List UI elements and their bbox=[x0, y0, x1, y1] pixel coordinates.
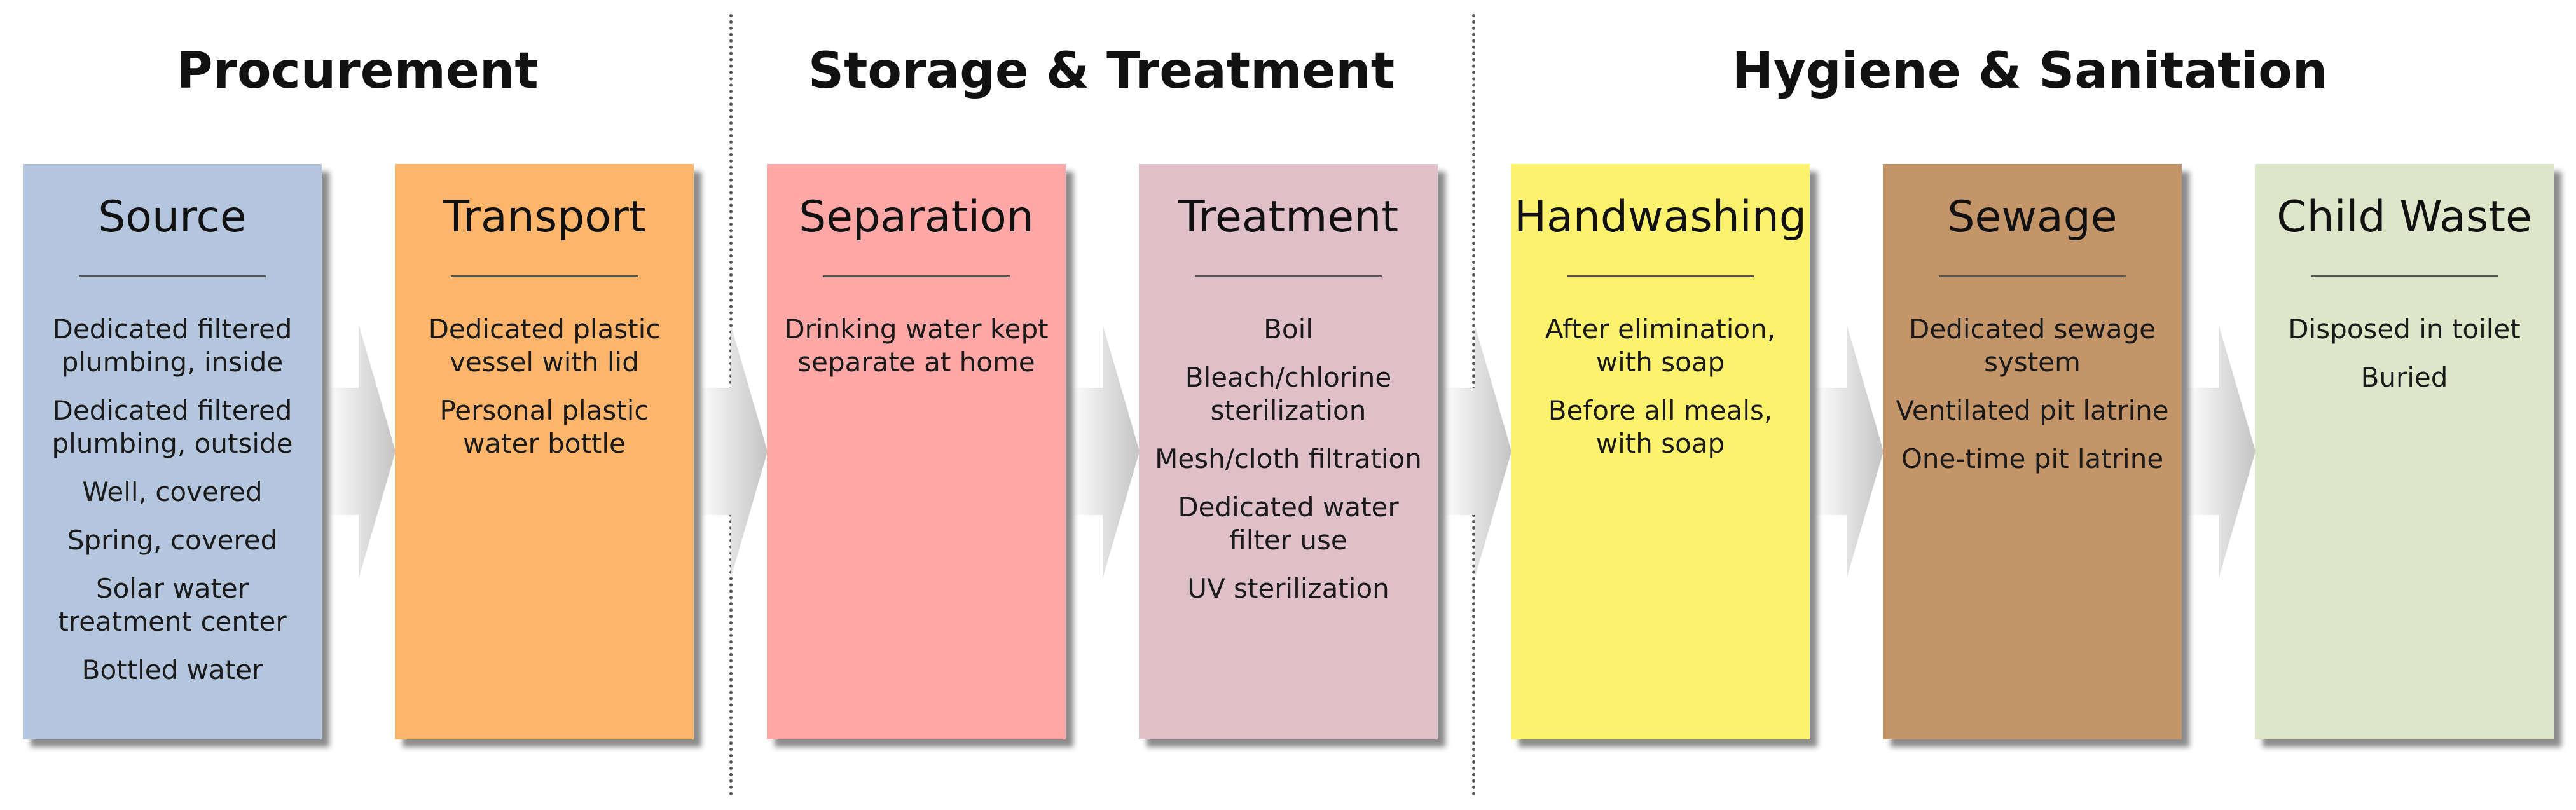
stage-item-line: vessel with lid bbox=[450, 347, 639, 378]
stage-item: Before all meals,with soap bbox=[1520, 394, 1801, 460]
stage-title: Handwashing bbox=[1513, 192, 1807, 242]
stage-item-line: separate at home bbox=[797, 347, 1035, 378]
stage-item-line: Solar water bbox=[95, 573, 249, 604]
stage-title-rule bbox=[79, 275, 266, 277]
stage-item: Boil bbox=[1148, 313, 1429, 346]
stage-item-line: Bottled water bbox=[81, 654, 263, 685]
stage-item-line: Well, covered bbox=[82, 476, 263, 507]
stage-item-line: Disposed in toilet bbox=[2288, 313, 2521, 345]
stage-item-line: treatment center bbox=[58, 606, 287, 637]
stage-item: After elimination,with soap bbox=[1520, 313, 1801, 379]
stage-item: Bottled water bbox=[32, 654, 313, 687]
section-title-storage-treatment: Storage & Treatment bbox=[808, 43, 1395, 100]
stage-item-line: Before all meals, bbox=[1548, 395, 1773, 426]
section-title-procurement: Procurement bbox=[176, 43, 539, 100]
stage-item-line: Buried bbox=[2360, 362, 2448, 393]
stage-item-line: Ventilated pit latrine bbox=[1896, 395, 2169, 426]
flow-arrow bbox=[1442, 324, 1512, 579]
flow-arrow bbox=[326, 324, 396, 579]
stage-title-rule bbox=[1195, 275, 1382, 277]
stage-item-line: Drinking water kept bbox=[784, 313, 1049, 345]
stage-title: Treatment bbox=[1178, 192, 1398, 242]
stage-title: Sewage bbox=[1947, 192, 2118, 242]
stage-item-line: Dedicated water bbox=[1178, 491, 1399, 523]
stage-item-line: Boil bbox=[1264, 313, 1313, 345]
stage-title-rule bbox=[2311, 275, 2498, 277]
stage-title: Child Waste bbox=[2276, 192, 2532, 242]
stage-item-line: Personal plastic bbox=[439, 395, 649, 426]
stage-item-line: UV sterilization bbox=[1187, 573, 1389, 604]
stage-item-line: water bottle bbox=[463, 428, 626, 459]
stage-item-line: Bleach/chlorine bbox=[1185, 362, 1392, 393]
stage-item: Disposed in toilet bbox=[2264, 313, 2545, 346]
stage-item-line: Dedicated sewage bbox=[1909, 313, 2156, 345]
stage-item-line: sterilization bbox=[1210, 395, 1367, 426]
stage-item: Mesh/cloth filtration bbox=[1148, 443, 1429, 476]
section-title-hygiene-sanitation: Hygiene & Sanitation bbox=[1732, 43, 2328, 100]
stage-item: Buried bbox=[2264, 361, 2545, 394]
stage-item-line: After elimination, bbox=[1545, 313, 1776, 345]
stage-item-line: Dedicated plastic bbox=[428, 313, 661, 345]
stage-item: Well, covered bbox=[32, 476, 313, 509]
stage-title-rule bbox=[823, 275, 1010, 277]
stage-title: Source bbox=[98, 192, 247, 242]
stage-item-line: Dedicated filtered bbox=[52, 395, 293, 426]
flow-arrow bbox=[2186, 324, 2256, 579]
stage-item-line: filter use bbox=[1229, 525, 1347, 556]
stage-title-rule bbox=[1567, 275, 1754, 277]
flow-arrow bbox=[1814, 324, 1884, 579]
stage-title: Separation bbox=[799, 192, 1034, 242]
stage-item-line: with soap bbox=[1595, 347, 1725, 378]
stage-title-rule bbox=[1939, 275, 2126, 277]
stage-item-line: system bbox=[1984, 347, 2081, 378]
stage-item: Ventilated pit latrine bbox=[1892, 394, 2173, 427]
stage-title: Transport bbox=[443, 192, 646, 242]
stage-item-line: Dedicated filtered bbox=[52, 313, 293, 345]
stage-item-line: plumbing, outside bbox=[52, 428, 293, 459]
stage-item-line: plumbing, inside bbox=[61, 347, 284, 378]
stage-title-rule bbox=[451, 275, 638, 277]
stage-item-line: Spring, covered bbox=[67, 525, 278, 556]
stage-item-line: Mesh/cloth filtration bbox=[1155, 443, 1422, 474]
stage-item: One-time pit latrine bbox=[1892, 443, 2173, 476]
stage-item: Spring, covered bbox=[32, 524, 313, 557]
stage-item-line: One-time pit latrine bbox=[1901, 443, 2164, 474]
flow-arrow bbox=[1070, 324, 1140, 579]
stage-item: UV sterilization bbox=[1148, 572, 1429, 605]
flow-arrow bbox=[698, 324, 768, 579]
stage-item-line: with soap bbox=[1595, 428, 1725, 459]
